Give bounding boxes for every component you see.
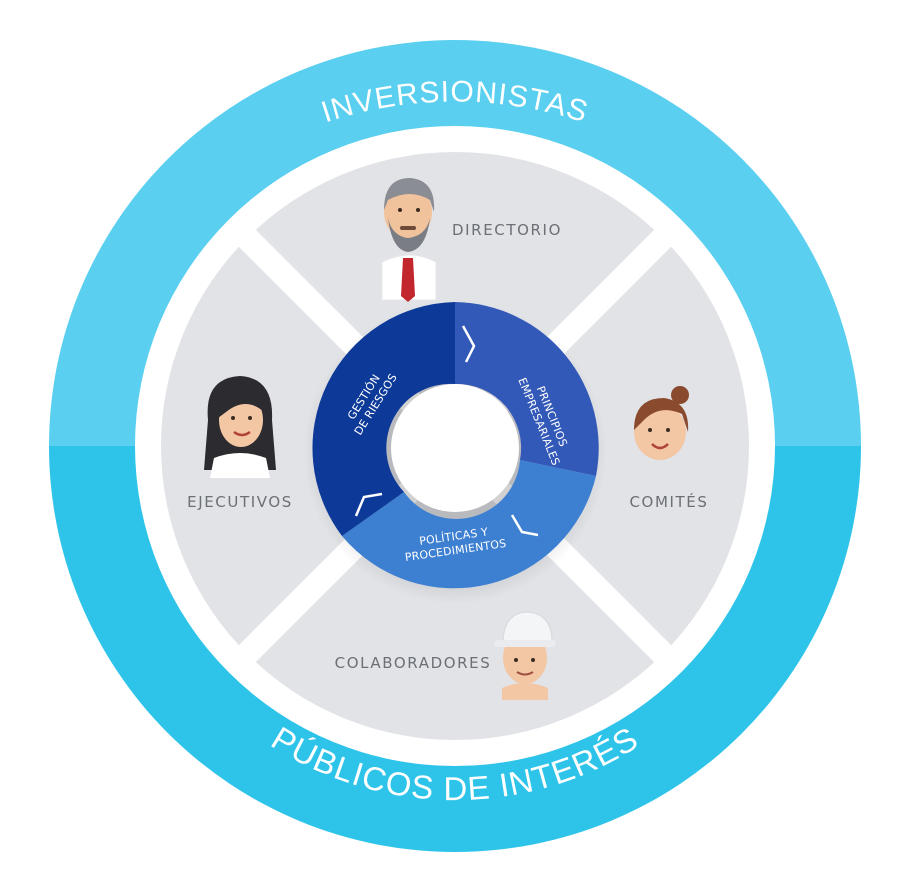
chevron-icon-1	[461, 325, 476, 363]
woman-bun-icon	[634, 386, 689, 460]
directorio-label: DIRECTORIO	[452, 221, 562, 239]
businessman-icon	[381, 178, 437, 302]
comites-label: COMITÉS	[629, 492, 708, 511]
segment-principios	[455, 302, 599, 476]
worker-helmet-icon	[494, 611, 558, 700]
chevron-icon-2	[510, 514, 539, 537]
inner-hole	[391, 384, 519, 512]
executive-woman-icon	[204, 376, 276, 478]
ejecutivos-label: EJECUTIVOS	[187, 493, 293, 511]
chevron-icon-3	[354, 492, 383, 517]
segment-gestion	[312, 302, 455, 536]
colaboradores-label: COLABORADORES	[335, 654, 492, 672]
segment-politicas	[342, 460, 596, 589]
inner-ring	[312, 302, 599, 589]
